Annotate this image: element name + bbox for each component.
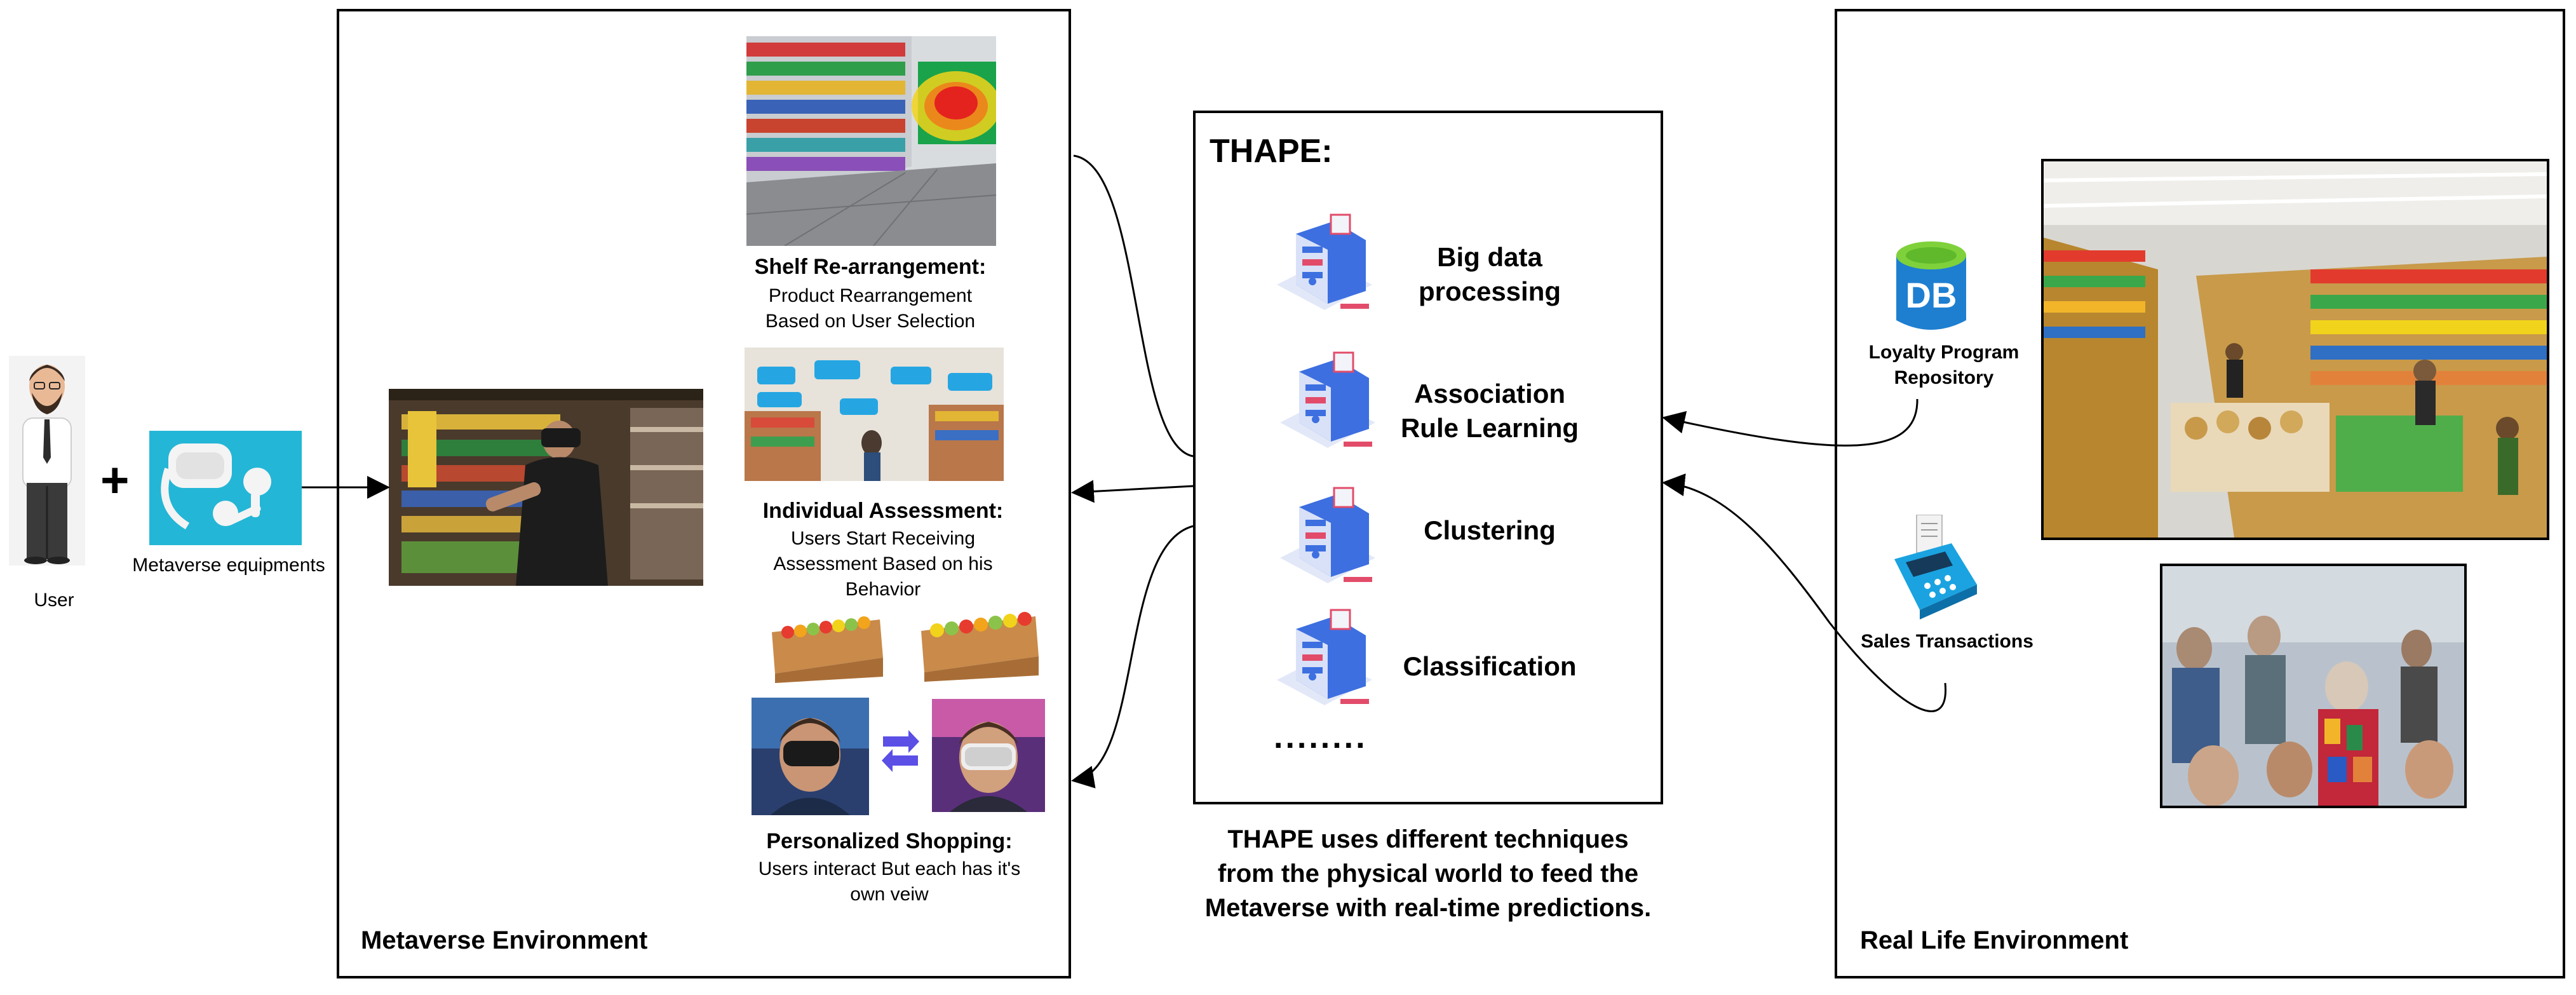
server-icon (1271, 604, 1379, 715)
produce-stand-image-right (915, 609, 1042, 682)
server-icon (1274, 482, 1382, 593)
personalized-title: Personalized Shopping: (766, 829, 1013, 853)
thape-footer-line3: Metaverse with real-time predictions. (1204, 894, 1652, 922)
assessment-desc-line3: Behavior (845, 579, 921, 600)
assessment-title: Individual Assessment: (762, 499, 1004, 523)
user-avatar (9, 356, 85, 565)
metaverse-equipment-image (149, 431, 302, 545)
metaverse-equipments-label: Metaverse equipments (132, 555, 325, 576)
plus-sign: + (100, 452, 130, 508)
technique-label-line1: Big data (1437, 242, 1542, 272)
loyalty-label: Loyalty Program Repository (1849, 340, 2039, 391)
thape-footer-line1: THAPE uses different techniques (1227, 825, 1629, 853)
server-icon (1271, 208, 1379, 323)
thape-footer: THAPE uses different techniques from the… (1174, 822, 1682, 925)
technique-label-line2: Rule Learning (1400, 413, 1579, 443)
server-icon (1274, 346, 1382, 457)
shelf-desc-line1: Product Rearrangement (768, 285, 973, 306)
database-icon-text: DB (1905, 275, 1957, 315)
technique-label-line1: Clustering (1424, 515, 1556, 545)
thape-footer-line2: from the physical world to feed the (1217, 860, 1639, 888)
vr-user-image-left (752, 698, 869, 815)
real-life-environment-title: Real Life Environment (1860, 926, 2129, 954)
pos-terminal-icon (1882, 515, 1983, 623)
technique-label-line1: Association (1413, 379, 1566, 409)
thape-title: THAPE: (1210, 133, 1333, 170)
thape-ellipsis: ........ (1274, 719, 1368, 755)
personalized-desc-line1: Users interact But each has it's (758, 858, 1021, 879)
shelf-title: Shelf Re-arrangement: (754, 255, 987, 279)
sales-transactions-label: Sales Transactions (1861, 631, 2033, 652)
assessment-store-image (745, 348, 1004, 481)
technique-label-line1: Classification (1403, 651, 1577, 681)
produce-stand-image-left (765, 613, 886, 683)
technique-big-data: Big data processing (1385, 240, 1595, 309)
shelf-heatmap-image (746, 36, 996, 246)
technique-association-rule: Association Rule Learning (1379, 377, 1601, 445)
assessment-desc-line2: Assessment Based on his (773, 553, 993, 574)
loyalty-label-line2: Repository (1894, 367, 1994, 388)
vr-user-image-right (932, 699, 1045, 812)
shelf-desc-line2: Based on User Selection (765, 311, 976, 332)
supermarket-photo (2041, 159, 2549, 540)
arrow-thape-to-personalized (1071, 525, 1194, 789)
connector-thape-to-shelf (1073, 154, 1194, 457)
loyalty-label-line1: Loyalty Program (1868, 342, 2020, 363)
database-icon: DB (1893, 236, 1969, 338)
vr-shopper-image (389, 389, 703, 586)
crowd-photo (2160, 564, 2467, 808)
user-label: User (34, 590, 74, 611)
personalized-desc-line2: own veiw (850, 884, 929, 905)
technique-clustering: Clustering (1385, 513, 1595, 548)
technique-label-line2: processing (1418, 276, 1561, 306)
metaverse-environment-title: Metaverse Environment (361, 926, 648, 954)
arrow-thape-to-assessment (1071, 480, 1194, 503)
exchange-arrows-icon (880, 728, 921, 772)
technique-classification: Classification (1379, 649, 1601, 684)
thape-box (1193, 111, 1663, 804)
assessment-desc-line1: Users Start Receiving (790, 528, 976, 549)
